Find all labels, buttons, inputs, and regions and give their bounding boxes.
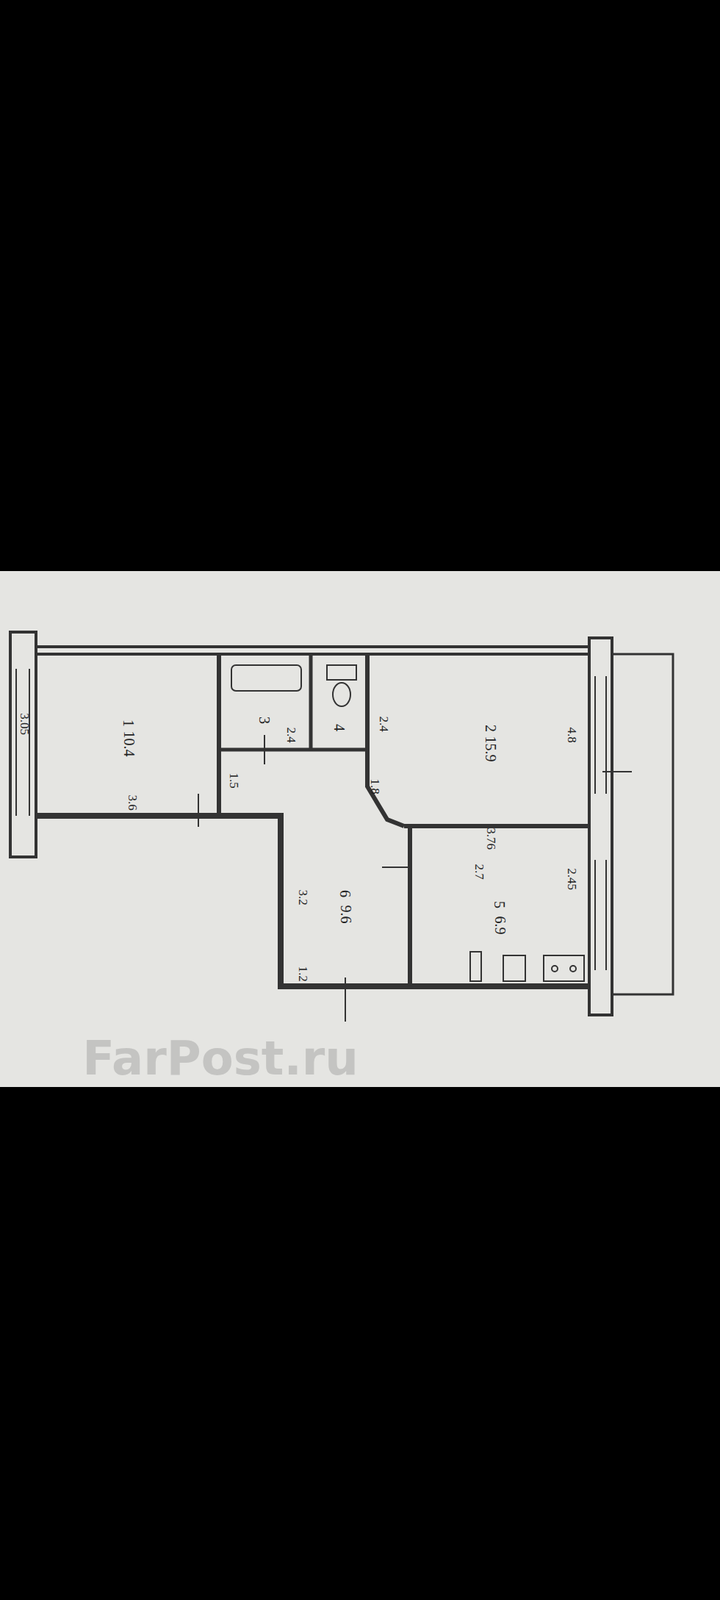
room-number: 4 bbox=[332, 723, 347, 732]
room: 4 bbox=[314, 708, 365, 746]
room: 215.9 bbox=[396, 657, 585, 820]
dimension: 1.2 bbox=[296, 965, 310, 981]
dimension: 4.8 bbox=[565, 726, 579, 743]
room-number: 3 bbox=[257, 716, 272, 724]
room-number: 6 bbox=[337, 889, 353, 898]
dimension: 1.8 bbox=[368, 778, 382, 794]
room-number: 2 bbox=[483, 724, 499, 732]
dimension: 3.05 bbox=[18, 712, 31, 735]
dimension: 2.45 bbox=[565, 867, 579, 890]
dimension: 3.2 bbox=[296, 888, 310, 905]
dimension: 2.4 bbox=[285, 726, 298, 743]
watermark: FarPost.ru bbox=[82, 1034, 359, 1082]
room: 110.4 bbox=[44, 657, 214, 809]
dimension: 3.6 bbox=[126, 794, 139, 810]
room-area: 10.4 bbox=[121, 730, 136, 756]
paper-ground bbox=[0, 570, 720, 1087]
dimension: 1.5 bbox=[227, 772, 241, 788]
walls bbox=[10, 631, 673, 1022]
room-area: 9.6 bbox=[337, 905, 353, 924]
room-number: 5 bbox=[492, 900, 507, 909]
room-area: 6.9 bbox=[492, 916, 507, 935]
room-area: 15.9 bbox=[483, 736, 499, 762]
dimension: 3.76 bbox=[484, 827, 498, 850]
room-number: 1 bbox=[121, 719, 136, 727]
dimension: 2.4 bbox=[377, 715, 391, 732]
dimension: 2.7 bbox=[473, 863, 486, 879]
room: 56.9 bbox=[418, 881, 581, 948]
